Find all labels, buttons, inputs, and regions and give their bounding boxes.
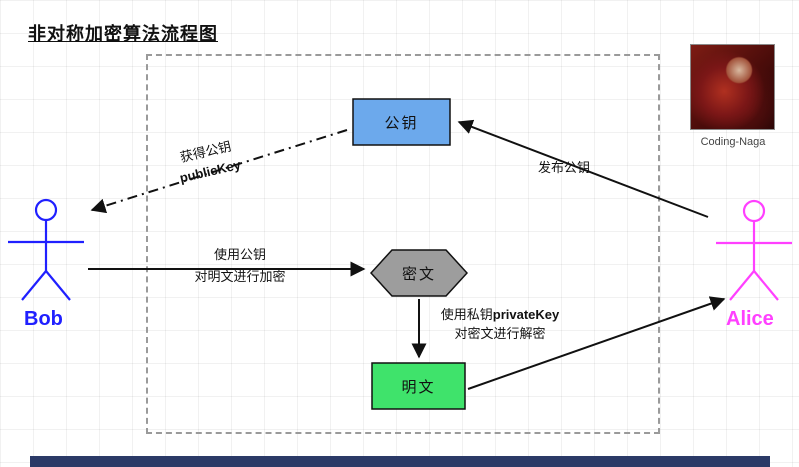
bob-figure (8, 198, 84, 301)
edge-label-decrypt-line2: 对密文进行解密 (454, 326, 546, 341)
bottom-window-bar (30, 456, 770, 467)
edge-label-encrypt: 使用公钥 对明文进行加密 (184, 244, 296, 288)
edge-label-decrypt-key: privateKey (492, 307, 560, 322)
public-key-shape (352, 98, 451, 146)
page-title: 非对称加密算法流程图 (28, 24, 218, 44)
avatar-image (690, 44, 775, 130)
edge-label-decrypt: 使用私钥privateKey 对密文进行解密 (420, 305, 580, 343)
public-key-node: 公钥 (352, 98, 451, 146)
public-key-label: 公钥 (384, 114, 419, 132)
edge-label-encrypt-line2: 对明文进行加密 (194, 269, 286, 284)
plain-text-label: 明文 (401, 378, 436, 396)
alice-label: Alice (726, 308, 774, 330)
cipher-text-node: 密文 (369, 249, 469, 297)
cipher-text-label: 密文 (401, 265, 436, 283)
plain-text-shape (371, 362, 466, 410)
plain-text-node: 明文 (371, 362, 466, 410)
flow-container (146, 54, 660, 434)
edge-label-encrypt-line1: 使用公钥 (213, 247, 266, 262)
alice-figure (716, 199, 792, 301)
cipher-text-shape (369, 249, 469, 297)
edge-label-decrypt-prefix: 使用私钥 (440, 307, 493, 322)
edge-label-decrypt-line1: 使用私钥privateKey (420, 305, 580, 324)
avatar-caption: Coding-Naga (700, 136, 766, 148)
bob-label: Bob (24, 308, 63, 330)
edge-label-publish-public-key: 发布公钥 (538, 160, 591, 175)
